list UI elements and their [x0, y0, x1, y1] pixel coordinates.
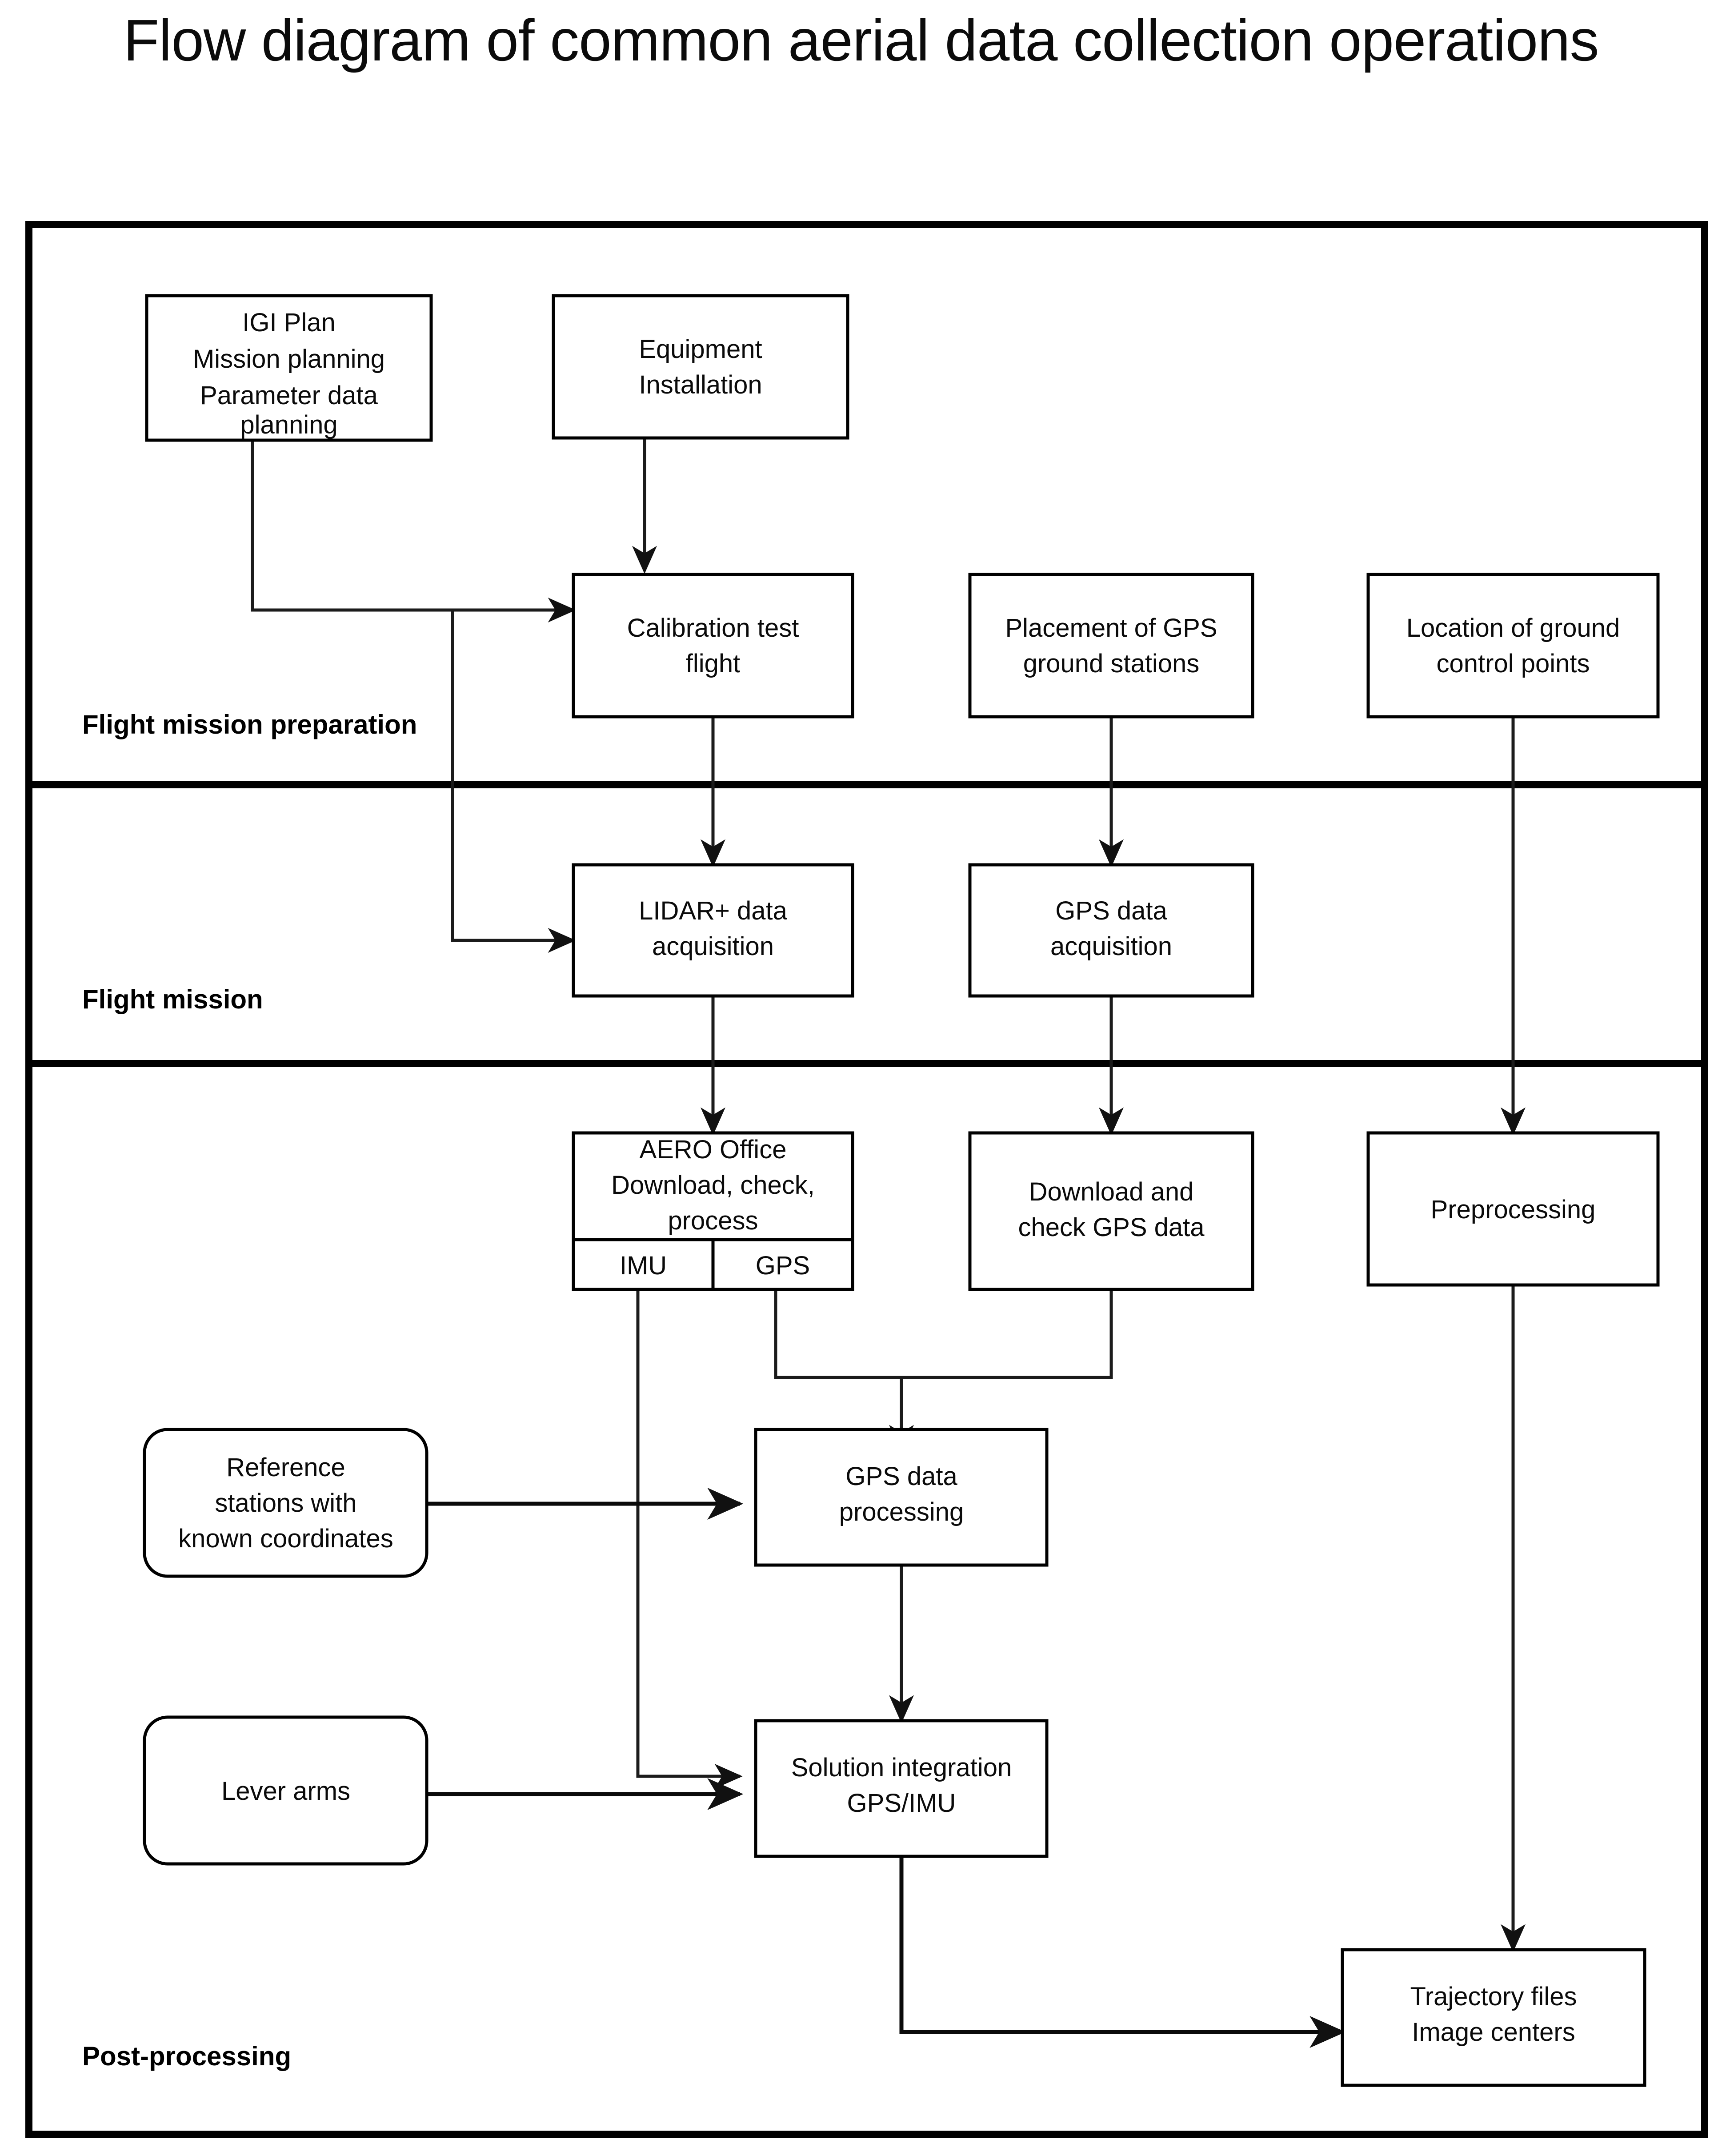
diagram-frame [25, 221, 1708, 2138]
node-gps-placement-line-2: ground stations [1023, 649, 1200, 678]
node-equipment-line-1: Equipment [639, 335, 762, 364]
section-label-flight-mission: Flight mission [82, 984, 263, 1014]
node-aero-office-line-3: process [668, 1206, 758, 1235]
node-gps-placement-line-1: Placement of GPS [1005, 614, 1217, 642]
node-calibration-line-1: Calibration test [627, 614, 799, 642]
edge-download-gps-out [901, 1289, 1113, 1379]
node-igi-plan[interactable]: IGI Plan Mission planning Parameter data… [145, 294, 433, 442]
node-gps-acq-line-2: acquisition [1050, 932, 1172, 961]
node-aero-office-sub-imu: IMU [620, 1251, 667, 1280]
node-lever-arms[interactable]: Lever arms [143, 1715, 428, 1866]
node-gps-processing-line-2: processing [839, 1498, 964, 1526]
node-trajectory-files[interactable]: Trajectory files Image centers [1341, 1948, 1646, 2087]
node-gps-data-processing[interactable]: GPS data processing [754, 1428, 1049, 1567]
node-calibration-line-2: flight [686, 649, 741, 678]
node-equipment-line-2: Installation [639, 370, 762, 399]
node-igi-plan-line-4: planning [240, 410, 337, 439]
node-aero-office-line-2: Download, check, [611, 1171, 815, 1200]
node-reference-stations[interactable]: Reference stations with known coordinate… [143, 1428, 428, 1578]
node-aero-office[interactable]: AERO Office Download, check, process IMU… [572, 1131, 854, 1291]
section-label-flight-mission-preparation: Flight mission preparation [82, 710, 417, 739]
node-lever-arms-line-1: Lever arms [221, 1777, 350, 1806]
node-equipment-installation[interactable]: Equipment Installation [552, 294, 849, 440]
section-label-post-processing: Post-processing [82, 2041, 291, 2071]
node-preprocessing-line-1: Preprocessing [1431, 1195, 1596, 1224]
node-gcp-line-2: control points [1437, 649, 1590, 678]
page-title: Flow diagram of common aerial data colle… [123, 8, 1599, 73]
edge-igi-plan-to-lidar [451, 610, 576, 953]
node-igi-plan-line-2: Mission planning [193, 345, 385, 373]
edge-aero-imu-to-solution [636, 1289, 743, 1789]
node-ref-stations-line-2: stations with [215, 1489, 356, 1518]
node-igi-plan-line-3: Parameter data [200, 381, 378, 410]
node-gcp-line-1: Location of ground [1406, 614, 1620, 642]
node-solution-line-1: Solution integration [791, 1753, 1012, 1782]
node-gps-ground-stations[interactable]: Placement of GPS ground stations [968, 573, 1254, 719]
node-ref-stations-line-3: known coordinates [178, 1524, 393, 1553]
node-lidar-line-1: LIDAR+ data [639, 896, 787, 925]
node-aero-office-line-1: AERO Office [640, 1135, 787, 1164]
node-download-gps-line-2: check GPS data [1018, 1213, 1205, 1242]
node-igi-plan-line-1: IGI Plan [242, 308, 336, 337]
node-ref-stations-line-1: Reference [226, 1453, 345, 1482]
node-lidar-line-2: acquisition [652, 932, 774, 961]
node-lidar-data-acquisition[interactable]: LIDAR+ data acquisition [572, 863, 854, 998]
node-solution-line-2: GPS/IMU [847, 1789, 956, 1818]
node-download-gps-line-1: Download and [1029, 1177, 1194, 1206]
node-gps-data-acquisition[interactable]: GPS data acquisition [968, 863, 1254, 998]
node-calibration-test-flight[interactable]: Calibration test flight [572, 573, 854, 719]
node-gps-processing-line-1: GPS data [845, 1462, 957, 1491]
edge-solution-to-trajectory [899, 1856, 1346, 2048]
node-download-check-gps-data[interactable]: Download and check GPS data [968, 1131, 1254, 1291]
node-gps-acq-line-1: GPS data [1055, 896, 1167, 925]
edge-igi-plan-to-calibration [251, 440, 576, 622]
node-preprocessing[interactable]: Preprocessing [1366, 1131, 1660, 1287]
node-ground-control-points[interactable]: Location of ground control points [1366, 573, 1660, 719]
node-trajectory-line-2: Image centers [1412, 2018, 1575, 2047]
node-solution-integration[interactable]: Solution integration GPS/IMU [754, 1719, 1049, 1858]
node-aero-office-sub-gps: GPS [756, 1251, 810, 1280]
edge-aero-gps-out [774, 1289, 901, 1379]
node-trajectory-line-1: Trajectory files [1410, 1982, 1577, 2011]
